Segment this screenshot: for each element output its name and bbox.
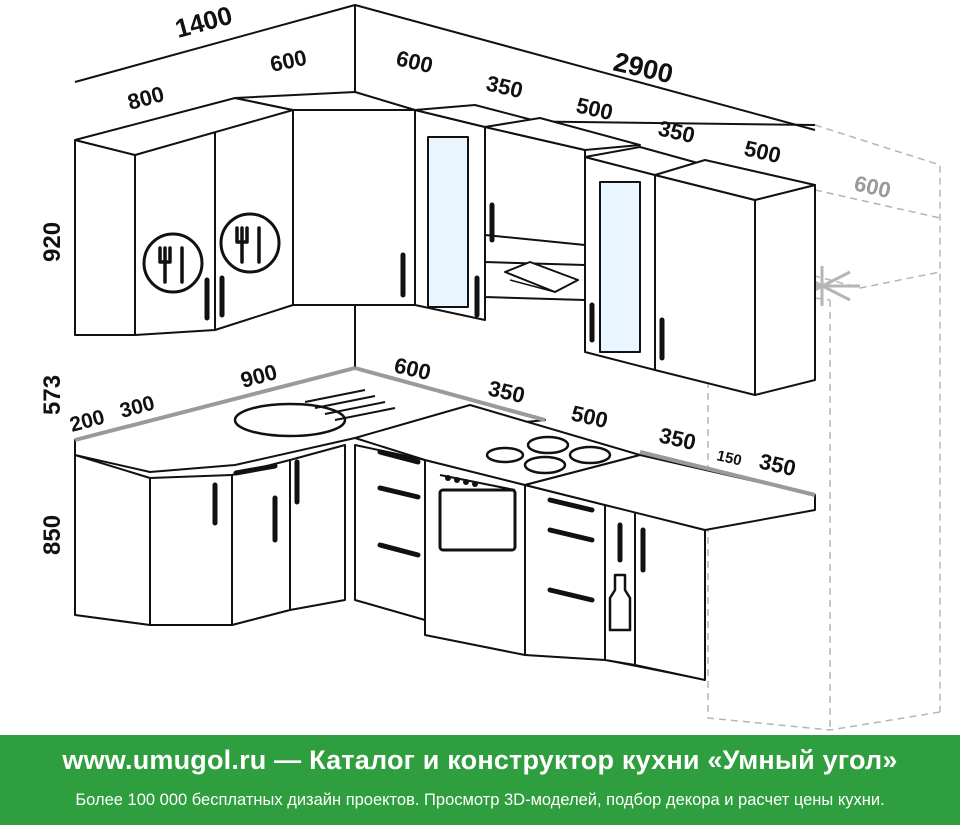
range-hood xyxy=(484,261,586,301)
bottle-icon xyxy=(608,573,632,632)
dim-base-350-hob: 350 xyxy=(486,376,527,409)
dim-base-500: 500 xyxy=(569,401,610,434)
banner-subtitle: Более 100 000 бесплатных дизайн проектов… xyxy=(75,791,885,809)
countertop-edge xyxy=(74,366,816,497)
dim-upper-500-end: 500 xyxy=(742,136,783,169)
dim-top-right: 2900 xyxy=(611,47,676,90)
kitchen-diagram: 1400 2900 800 600 600 350 500 350 500 60… xyxy=(39,0,941,731)
dim-upper-600-glass: 600 xyxy=(394,46,435,79)
dim-base-350: 350 xyxy=(657,423,698,456)
dim-upper-500: 500 xyxy=(574,93,615,126)
dim-fridge-600: 600 xyxy=(852,171,893,204)
dim-top-left: 1400 xyxy=(172,0,236,44)
dim-upper-600-corner: 600 xyxy=(268,45,309,77)
oven xyxy=(438,474,517,552)
dim-upper-350-glass: 350 xyxy=(656,116,697,149)
dim-base-300: 300 xyxy=(117,392,157,423)
dim-upper-800: 800 xyxy=(125,81,167,115)
sink-drainer xyxy=(304,389,396,421)
dim-height-gap: 573 xyxy=(39,375,66,415)
glass-door xyxy=(599,181,641,353)
plate-cutlery-icon xyxy=(219,212,281,274)
dim-height-base: 850 xyxy=(39,515,66,555)
dim-base-350-end: 350 xyxy=(757,449,798,482)
sink xyxy=(233,402,347,438)
plate-cutlery-icon xyxy=(142,232,204,294)
glass-door xyxy=(427,136,469,308)
banner-title[interactable]: www.umugol.ru — Каталог и конструктор ку… xyxy=(62,745,898,775)
plinth xyxy=(74,599,706,681)
dim-height-upper: 920 xyxy=(39,222,66,262)
dim-base-150: 150 xyxy=(715,447,743,469)
site-banner: www.umugol.ru — Каталог и конструктор ку… xyxy=(0,735,960,825)
gas-burner-icon xyxy=(485,435,612,475)
dim-upper-350-hood: 350 xyxy=(484,71,525,104)
